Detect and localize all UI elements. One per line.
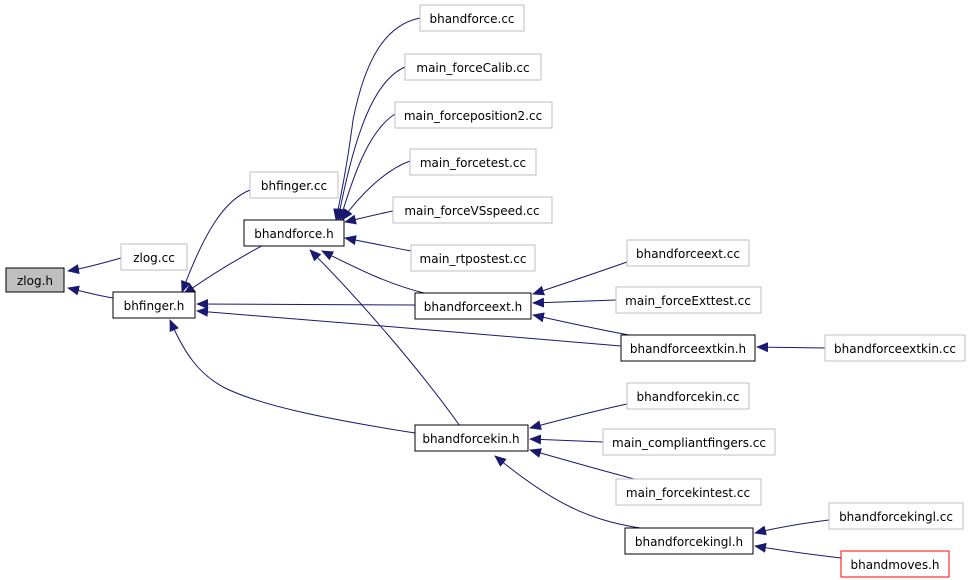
node-zlog-h[interactable]: zlog.h [5,267,65,293]
node-label: bhandforcekingl.cc [839,510,953,524]
edge-forcevsspeed-bhandforceh [344,210,394,225]
edge-bhfingercc-bhfingerh [181,189,251,293]
edge-forcetest-bhandforceh [341,160,411,221]
node-label: bhandforceext.cc [636,247,740,261]
edge-bhandforceextcc-bhandforceexth [532,261,628,296]
edge-forceexttest-bhandforceexth [532,297,617,308]
node-label: bhandforcekingl.h [635,535,743,549]
edge-bhfingerh-zlogh [67,285,114,299]
node-label: bhandforceextkin.cc [834,342,956,356]
node-main-compliantfingers-cc[interactable]: main_compliantfingers.cc [602,428,776,456]
node-bhandforceext-h[interactable]: bhandforceext.h [414,292,532,320]
node-label: main_forceposition2.cc [404,109,542,123]
node-bhandforceext-cc[interactable]: bhandforceext.cc [626,239,750,267]
edge-bhandforceextkinh-bhandforceexth [532,312,636,337]
edge-bhandforceexth-bhandforceh [321,250,429,295]
node-main-forcecalib-cc[interactable]: main_forceCalib.cc [404,53,542,81]
node-main-forceposition2-cc[interactable]: main_forceposition2.cc [394,101,553,129]
node-label: zlog.cc [133,251,175,265]
node-label: bhandforceext.h [424,300,522,314]
node-main-forcetest-cc[interactable]: main_forcetest.cc [409,148,537,176]
node-bhandmoves-h[interactable]: bhandmoves.h [840,550,950,578]
node-bhandforcekingl-cc[interactable]: bhandforcekingl.cc [828,502,964,530]
node-label: bhfinger.h [124,299,185,313]
node-label: bhandmoves.h [851,558,940,572]
node-bhfinger-cc[interactable]: bhfinger.cc [249,171,339,199]
edge-bhandforceh-bhfingerh [183,243,266,295]
edges [67,17,842,559]
node-bhandforcekin-cc[interactable]: bhandforcekin.cc [626,382,750,410]
node-label: bhandforceextkin.h [630,342,746,356]
edge-bhandforceextkincc-bhandforceextkinh [756,342,826,353]
node-label: main_forceVSspeed.cc [404,204,539,218]
node-main-forcekintest-cc[interactable]: main_forcekintest.cc [615,478,762,506]
edge-zlogcc-zlogh [67,257,122,275]
node-bhandforce-h[interactable]: bhandforce.h [243,219,345,247]
node-label: main_forcetest.cc [420,156,526,170]
node-label: main_rtpostest.cc [420,252,527,266]
node-zlog-cc[interactable]: zlog.cc [120,243,188,271]
edge-forcecalib-bhandforceh [335,66,406,221]
edge-forcekintest-bhandforcekinh [529,448,639,481]
node-label: bhandforcekin.cc [637,390,740,404]
edge-rtpostest-bhandforceh [344,235,412,252]
edge-bhandforceexth-bhfingerh [196,299,416,310]
node-bhandforceextkin-h[interactable]: bhandforceextkin.h [620,334,756,362]
node-bhandforcekin-h[interactable]: bhandforcekin.h [414,424,529,452]
node-label: zlog.h [17,274,53,288]
edge-bhandforcekinglcc-bhandforcekinglh [754,519,830,536]
node-bhfinger-h[interactable]: bhfinger.h [112,291,196,319]
node-main-forceexttest-cc[interactable]: main_forceExttest.cc [615,286,762,314]
edge-bhandforcekinh-bhandforceh [309,249,461,427]
edge-forceposition2-bhandforceh [338,113,396,221]
node-bhandforcekingl-h[interactable]: bhandforcekingl.h [624,527,754,555]
edge-bhandforcekinh-bhfingerh [169,319,416,434]
node-label: bhandforce.cc [429,12,514,26]
node-label: main_compliantfingers.cc [612,436,766,450]
node-main-rtpostest-cc[interactable]: main_rtpostest.cc [410,244,536,272]
node-bhandforce-cc[interactable]: bhandforce.cc [419,4,525,32]
node-bhandforceextkin-cc[interactable]: bhandforceextkin.cc [824,334,966,362]
edge-bhandmovesh-bhandforcekinglh [754,542,842,559]
edge-bhandforcekincc-bhandforcekinh [529,403,628,430]
edge-bhandforceextkinh-bhfingerh [196,306,622,347]
edge-compliantfingers-bhandforcekinh [529,434,604,445]
node-main-forcevsspeed-cc[interactable]: main_forceVSspeed.cc [392,196,553,224]
node-label: bhandforcekin.h [422,432,519,446]
edge-bhandforcecc-bhandforceh [333,17,421,221]
node-label: bhfinger.cc [261,179,327,193]
node-label: bhandforce.h [254,227,333,241]
node-label: main_forceExttest.cc [625,294,751,308]
node-label: main_forceCalib.cc [416,61,529,75]
node-label: main_forcekintest.cc [626,486,750,500]
edge-bhandforcekinglh-bhandforcekinh [494,455,641,529]
